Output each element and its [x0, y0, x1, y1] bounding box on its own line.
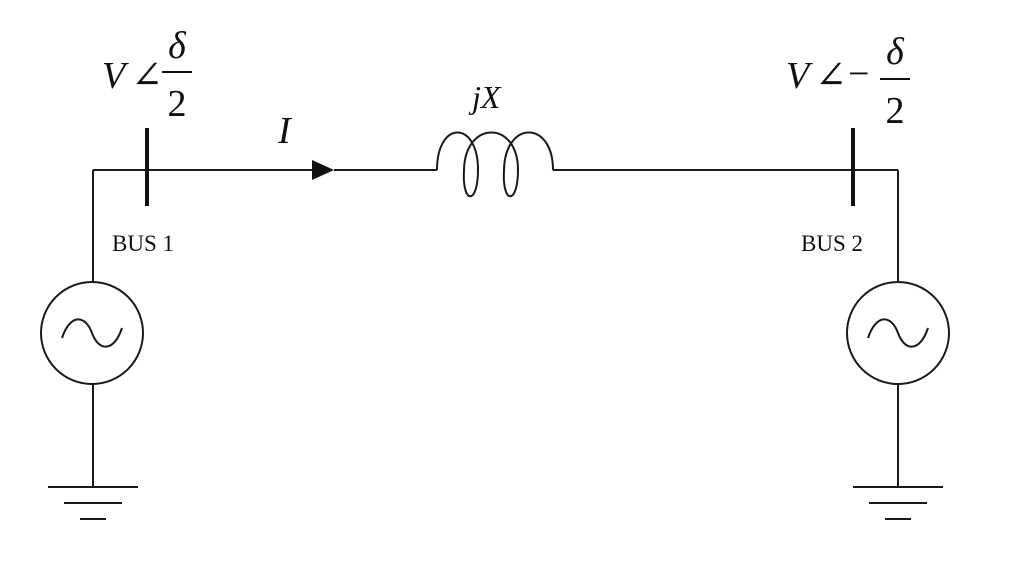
ground-2-icon — [853, 486, 943, 520]
inductor-coil-icon — [436, 131, 554, 198]
bus2-angle-numerator: δ — [886, 31, 905, 73]
sine-wave-icon — [61, 318, 123, 348]
generator-1 — [40, 281, 144, 385]
bus2-angle-sign: − — [848, 53, 869, 95]
generator-2 — [846, 281, 950, 385]
sine-wave-icon — [867, 318, 929, 348]
bus1-label: BUS 1 — [112, 231, 174, 256]
bus2-angle-symbol: ∠ — [815, 55, 847, 97]
bus2-angle-denominator: 2 — [886, 90, 905, 132]
bus1-angle-denominator: 2 — [168, 83, 187, 125]
reactance-label: jX — [468, 79, 502, 115]
bus1-voltage-magnitude: V — [102, 55, 129, 97]
bus2-label: BUS 2 — [801, 231, 863, 256]
bus1-angle-numerator: δ — [168, 25, 187, 67]
bus2-voltage-magnitude: V — [786, 55, 813, 97]
current-label: I — [277, 110, 293, 152]
current-arrow-icon — [312, 160, 334, 180]
bus1-angle-symbol: ∠ — [131, 55, 163, 97]
ground-1-icon — [48, 486, 138, 520]
bus2-voltage-label: V ∠ − δ 2 — [786, 31, 910, 132]
bus1-voltage-label: V ∠ δ 2 — [102, 25, 192, 125]
